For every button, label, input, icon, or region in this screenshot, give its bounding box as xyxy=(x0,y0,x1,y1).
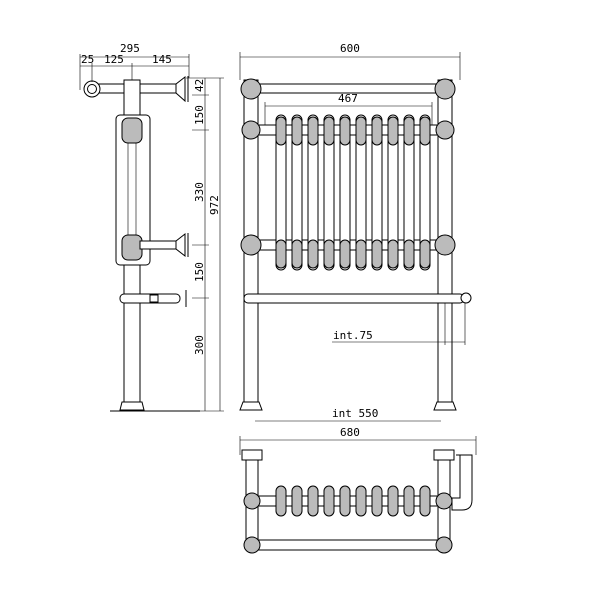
side-lower-arm xyxy=(139,240,179,250)
radiator-column xyxy=(355,114,367,271)
radiator-column xyxy=(419,114,431,271)
plan-radiator-column xyxy=(419,485,431,517)
radiator-column xyxy=(339,114,351,271)
plan-radiator-column xyxy=(371,485,383,517)
dim-bracket-height: 42 xyxy=(193,79,206,92)
plan-radiator-column xyxy=(355,485,367,517)
radiator-column xyxy=(291,114,303,271)
radiator-column-shade xyxy=(355,116,367,146)
plan-radiator-column xyxy=(403,485,415,517)
radiator-column-shade xyxy=(339,116,351,146)
radiator-column-shade xyxy=(419,116,431,146)
plan-radiator-column xyxy=(307,485,319,517)
side-top-bracket xyxy=(175,75,186,103)
plan-front-rail xyxy=(257,539,439,551)
side-view: 295 25 125 145 42 150 330 972 150 300 xyxy=(79,42,224,412)
dim-overall-height: 972 xyxy=(208,195,221,215)
dim-overall-depth: 295 xyxy=(120,42,140,55)
front-lower-right-fitting xyxy=(434,234,456,256)
radiator-column-shade xyxy=(355,239,367,269)
plan-left-fitting xyxy=(243,492,261,510)
radiator-column xyxy=(371,114,383,271)
plan-radiator-column xyxy=(275,485,287,517)
front-upper-right-fitting xyxy=(435,120,455,140)
front-bottom-rail xyxy=(243,293,465,304)
side-lower-bracket xyxy=(175,232,186,258)
radiator-column xyxy=(387,114,399,271)
dim-leg-height: 300 xyxy=(193,335,206,355)
radiator-column-shade xyxy=(403,239,415,269)
radiator-column-shade xyxy=(387,239,399,269)
side-top-ring-inner xyxy=(87,84,97,94)
radiator-column-shade xyxy=(387,116,399,146)
side-valve xyxy=(149,294,159,303)
radiator-column xyxy=(275,114,287,271)
plan-radiator-column xyxy=(291,485,303,517)
dim-overall-width: 600 xyxy=(340,42,360,55)
plan-front-right-fitting xyxy=(435,536,453,554)
radiator-column-shade xyxy=(403,116,415,146)
dim-top-spacing: 150 xyxy=(193,105,206,125)
radiator-column xyxy=(323,114,335,271)
front-top-left-fitting xyxy=(240,78,262,100)
dim-lower-spacing: 150 xyxy=(193,262,206,282)
radiator-columns xyxy=(275,114,431,271)
plan-right-fitting xyxy=(435,492,453,510)
plan-radiator-column xyxy=(339,485,351,517)
radiator-column-shade xyxy=(275,239,287,269)
radiator-column-shade xyxy=(419,239,431,269)
side-bottom-header xyxy=(121,234,143,261)
plan-view xyxy=(241,449,473,554)
radiator-column-shade xyxy=(291,116,303,146)
front-left-foot xyxy=(239,401,263,411)
front-view: 600 467 int.75 int 550 680 xyxy=(239,42,477,455)
radiator-column-shade xyxy=(371,116,383,146)
radiator-column xyxy=(403,114,415,271)
plan-front-left-fitting xyxy=(243,536,261,554)
radiator-column-shade xyxy=(323,239,335,269)
radiator-column-shade xyxy=(275,116,287,146)
front-lower-left-fitting xyxy=(240,234,262,256)
dim-total-width: 680 xyxy=(340,426,360,439)
dim-offset-wall: 25 xyxy=(81,53,94,66)
side-foot xyxy=(119,401,145,411)
side-radiator-body xyxy=(115,114,151,266)
dim-valve-offset: int.75 xyxy=(333,329,373,342)
radiator-column-shade xyxy=(371,239,383,269)
radiator-column-shade xyxy=(307,239,319,269)
dim-internal-width: int 550 xyxy=(332,407,378,420)
dim-radiator-height: 330 xyxy=(193,182,206,202)
side-top-header xyxy=(121,117,143,144)
plan-columns xyxy=(275,485,431,517)
radiator-column-shade xyxy=(307,116,319,146)
front-valve xyxy=(460,292,472,304)
front-top-right-fitting xyxy=(434,78,456,100)
radiator-column-shade xyxy=(323,116,335,146)
front-right-foot xyxy=(433,401,457,411)
radiator-column-shade xyxy=(291,239,303,269)
plan-radiator-column xyxy=(323,485,335,517)
dim-offset-end: 145 xyxy=(152,53,172,66)
dim-radiator-width: 467 xyxy=(338,92,358,105)
radiator-column-shade xyxy=(339,239,351,269)
radiator-column xyxy=(307,114,319,271)
plan-right-wall-plate xyxy=(433,449,455,461)
plan-valve-elbow xyxy=(451,454,473,511)
front-upper-left-fitting xyxy=(241,120,261,140)
dim-offset-mid: 125 xyxy=(104,53,124,66)
plan-left-wall-plate xyxy=(241,449,263,461)
plan-radiator-column xyxy=(387,485,399,517)
